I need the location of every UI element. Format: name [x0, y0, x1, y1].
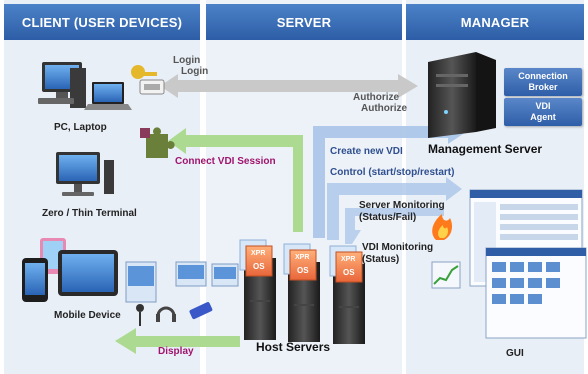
server-monitoring-label: Server Monitoring	[359, 200, 445, 211]
gui-label: GUI	[506, 348, 524, 359]
os-label-2: OS	[297, 266, 309, 275]
pc-laptop-illustration	[38, 62, 132, 110]
server-header: SERVER	[206, 4, 402, 40]
mobile-devices-illustration	[22, 238, 239, 326]
control-label: Control (start/stop/restart)	[330, 167, 455, 178]
connect-vdi-label: Connect VDI Session	[175, 156, 276, 167]
connect-vdi-arrow	[168, 128, 303, 232]
vdi-agent-line-2: Agent	[530, 112, 556, 122]
vdi-agent-line-1: VDI	[535, 101, 551, 111]
create-vdi-label: Create new VDI	[330, 146, 403, 157]
control-arrow	[327, 177, 462, 240]
host-servers-illustration	[239, 239, 365, 344]
gui-screenshots-illustration	[469, 189, 587, 339]
connection-broker-badge: Connection Broker	[504, 68, 582, 96]
management-server-illustration	[428, 52, 496, 138]
xpr-label-2: XPR	[295, 254, 310, 261]
connection-broker-line-2: Broker	[528, 82, 558, 92]
vdi-monitoring-status: (Status)	[362, 254, 400, 265]
xpr-label-1: XPR	[251, 250, 266, 257]
login-label-2: Login	[181, 66, 209, 77]
connection-broker-line-1: Connection	[518, 71, 568, 81]
login-label: Login	[173, 55, 201, 66]
display-arrow	[115, 328, 240, 354]
pc-laptop-label: PC, Laptop	[54, 122, 107, 133]
server-monitoring-arrow	[345, 208, 444, 244]
thin-terminal-illustration	[56, 152, 114, 196]
key-auth-icon	[131, 65, 165, 95]
zero-thin-label: Zero / Thin Terminal	[42, 208, 137, 219]
manager-header: MANAGER	[406, 4, 584, 40]
client-header: CLIENT (USER DEVICES)	[4, 4, 200, 40]
mobile-device-label: Mobile Device	[54, 310, 121, 321]
management-server-label: Management Server	[428, 142, 543, 156]
os-label-1: OS	[253, 262, 265, 271]
display-label: Display	[158, 346, 194, 357]
host-servers-label: Host Servers	[256, 340, 331, 354]
server-monitoring-status: (Status/Fail)	[359, 212, 417, 223]
puzzle-icon	[140, 127, 175, 158]
trend-chart-icon	[431, 261, 461, 289]
client-column	[4, 0, 200, 374]
login-authorize-arrow	[160, 74, 418, 98]
os-label-3: OS	[343, 268, 355, 277]
authorize-label-2: Authorize	[361, 103, 408, 114]
vdi-monitoring-label: VDI Monitoring	[362, 242, 434, 253]
xpr-label-3: XPR	[341, 256, 356, 263]
vdi-agent-badge: VDI Agent	[504, 98, 582, 126]
authorize-label: Authorize	[353, 92, 400, 103]
fire-icon	[432, 214, 452, 240]
